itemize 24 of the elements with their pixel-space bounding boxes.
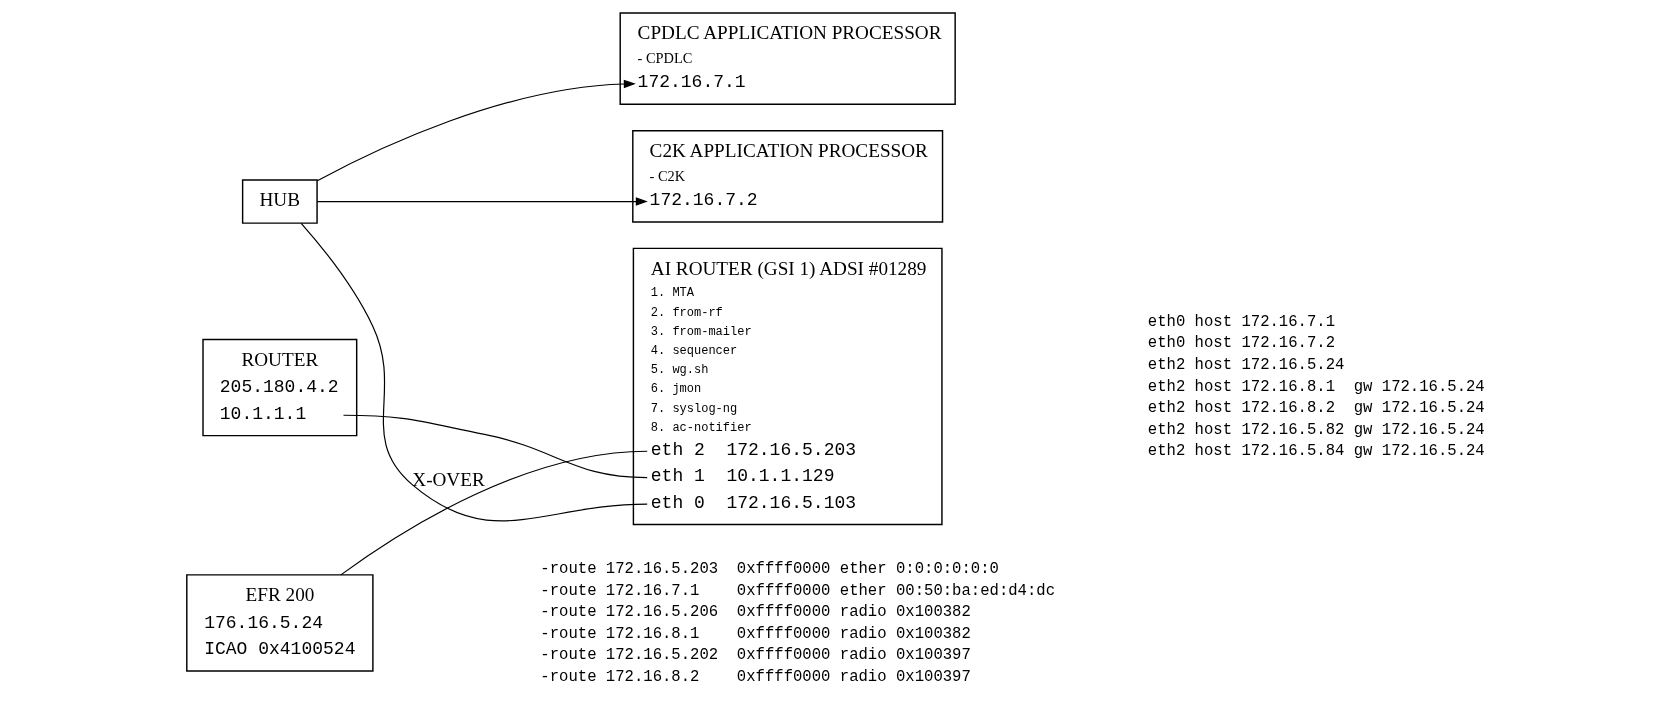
node-label: -route 172.16.7.1 0xffff0000 ether 00:50:ba:ed:d4:dc [540, 581, 1056, 600]
node-label: -route 172.16.5.206 0xffff0000 radio 0x100382 [540, 603, 971, 622]
node-box: ROUTER 205.180.4.2 10.1.1.1 [202, 338, 358, 437]
node-label: -route 172.16.5.203 0xffff0000 ether 0:0:0:0:0:0 [540, 559, 999, 578]
node-box: EFR 200 176.16.5.24 ICAO 0x4100524 [186, 574, 374, 672]
node-label: -route 172.16.8.1 0xffff0000 radio 0x100382 [540, 624, 971, 643]
connector [300, 222, 648, 522]
node-label: eth0 host 172.16.7.1 [1147, 312, 1335, 331]
node-box: AI ROUTER (GSI 1) ADSI #01289 1. MTA 2. from-rf 3. from-mailer 4. sequencer 5. wg.sh 6. jmon 7. syslog-ng 8. ac-notifier eth 2 172.16.5.203 eth 1 10.1.1.129 eth 0 172.16.5.103 [632, 247, 943, 526]
arrow [316, 79, 636, 182]
arrow [316, 197, 648, 206]
edge-label: X-OVER [412, 468, 485, 490]
node-label: eth2 host 172.16.5.82 gw 172.16.5.24 [1147, 420, 1485, 439]
node-box: CPDLC APPLICATION PROCESSOR - CPDLC 172.16.7.1 [619, 12, 956, 105]
node-label: eth2 host 172.16.5.84 gw 172.16.5.24 [1147, 442, 1485, 461]
connector [340, 450, 648, 576]
node-label: eth2 host 172.16.5.24 [1147, 355, 1345, 374]
node-label: -route 172.16.5.202 0xffff0000 radio 0x100397 [540, 646, 971, 665]
node-label: eth0 host 172.16.7.2 [1147, 334, 1335, 353]
node-label: eth2 host 172.16.8.2 gw 172.16.5.24 [1147, 399, 1485, 418]
connector [342, 414, 648, 479]
node-label: eth2 host 172.16.8.1 gw 172.16.5.24 [1147, 377, 1485, 396]
node-label: -route 172.16.8.2 0xffff0000 radio 0x100397 [540, 668, 971, 687]
node-box: HUB [241, 179, 318, 224]
